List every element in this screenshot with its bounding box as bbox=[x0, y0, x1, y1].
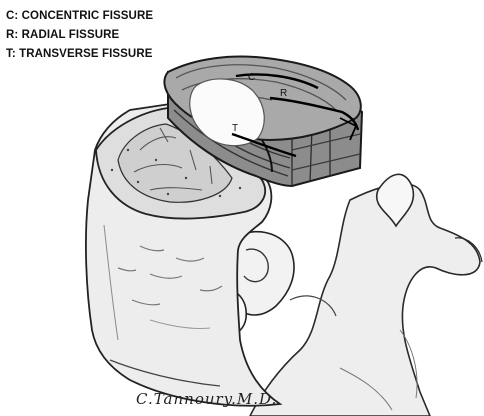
label-c: C bbox=[248, 72, 255, 83]
label-r: R bbox=[280, 88, 287, 99]
label-t: T bbox=[232, 123, 238, 134]
artist-signature: C.Tannoury.M.D. bbox=[136, 390, 277, 408]
